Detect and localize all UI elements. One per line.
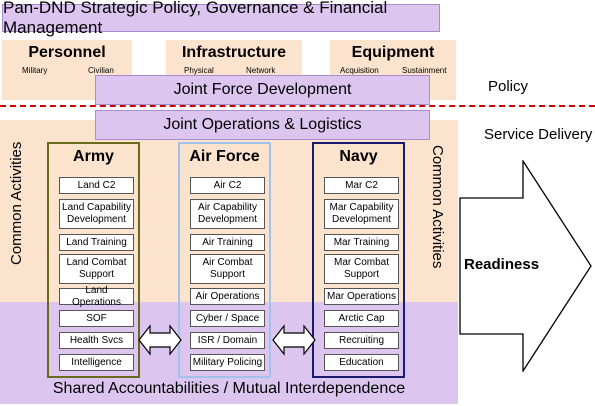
column-navy: Navy Mar C2 Mar Capability Development M… [312,142,405,378]
readiness-arrow-icon [459,160,592,372]
strategic-policy-banner: Pan-DND Strategic Policy, Governance & F… [2,0,440,37]
army-item: Land Combat Support [59,254,134,284]
common-activities-left-label: Common Activities [8,141,25,265]
air-force-item: Air Capability Development [190,199,265,229]
navy-item: Mar C2 [324,177,399,194]
joint-force-development-bar: Joint Force Development [95,75,430,105]
policy-service-divider [0,105,595,107]
domain-personnel-sub-civilian: Civilian [88,66,114,75]
domain-personnel-sub-military: Military [22,66,48,75]
army-item: SOF [59,310,134,327]
army-item: Land Capability Development [59,199,134,229]
air-force-item: Air Training [190,234,265,251]
domain-personnel-title: Personnel [28,44,106,61]
column-army: Army Land C2 Land Capability Development… [47,142,140,378]
army-item: Land C2 [59,177,134,194]
readiness-label: Readiness [464,256,540,273]
policy-label: Policy [488,78,529,95]
air-force-item: Air Operations [190,288,265,305]
domain-infrastructure-sub-network: Network [246,66,276,75]
domain-infrastructure-title: Infrastructure [181,44,287,61]
interdependence-arrow-left [138,324,182,356]
column-navy-title: Navy [339,148,378,165]
column-air-force-title: Air Force [189,148,260,165]
navy-item: Mar Combat Support [324,254,399,284]
navy-item: Arctic Cap [324,310,399,327]
air-force-item: Air Combat Support [190,254,265,284]
navy-item: Mar Capability Development [324,199,399,229]
common-activities-right-label: Common Activities [429,145,446,269]
air-force-item: Air C2 [190,177,265,194]
navy-item: Education [324,354,399,371]
service-delivery-label: Service Delivery [484,126,593,143]
air-force-item: Military Policing [190,354,265,371]
navy-item: Recruiting [324,332,399,349]
column-army-title: Army [73,148,114,165]
army-item: Land Training [59,234,134,251]
domain-equipment-sub-sustainment: Sustainment [402,66,447,75]
domain-infrastructure-sub-physical: Physical [184,66,214,75]
air-force-item: Cyber / Space [190,310,265,327]
domain-equipment-title: Equipment [351,44,435,61]
air-force-item: ISR / Domain [190,332,265,349]
column-air-force: Air Force Air C2 Air Capability Developm… [178,142,271,378]
interdependence-arrow-right [272,324,316,356]
army-item: Intelligence [59,354,134,371]
army-item: Land Operations [59,285,134,308]
joint-operations-logistics-bar: Joint Operations & Logistics [95,110,430,140]
navy-item: Mar Operations [324,288,399,305]
army-item: Health Svcs [59,332,134,349]
domain-equipment-sub-acquisition: Acquisition [340,66,379,75]
navy-item: Mar Training [324,234,399,251]
shared-accountabilities-label: Shared Accountabilities / Mutual Interde… [52,380,406,397]
